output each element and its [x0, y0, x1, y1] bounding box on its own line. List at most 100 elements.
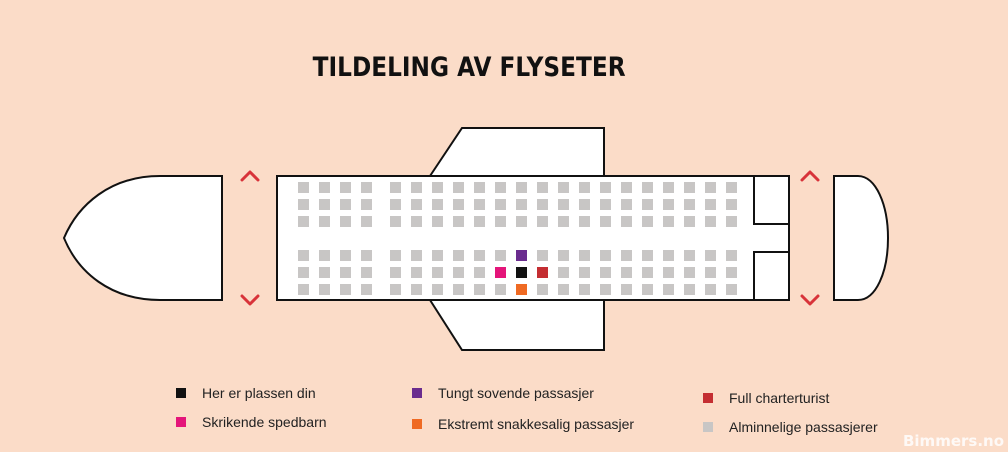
seat	[453, 284, 464, 295]
seat	[600, 199, 611, 210]
seat	[432, 216, 443, 227]
seat	[453, 199, 464, 210]
seat	[340, 199, 351, 210]
seat	[298, 216, 309, 227]
seat	[361, 216, 372, 227]
seat	[411, 250, 422, 261]
seat	[319, 182, 330, 193]
seat	[516, 182, 527, 193]
seat	[298, 199, 309, 210]
seat	[298, 250, 309, 261]
seat	[474, 216, 485, 227]
seat	[642, 284, 653, 295]
seat	[537, 250, 548, 261]
seat	[340, 267, 351, 278]
seat	[537, 199, 548, 210]
exit-arrow-up-icon	[240, 170, 260, 182]
seat	[319, 250, 330, 261]
exit-arrow-down-icon	[800, 294, 820, 306]
seat	[537, 182, 548, 193]
legend-item-sleeper: Tungt sovende passasjer	[412, 385, 594, 401]
seat	[684, 267, 695, 278]
plane-nose	[62, 175, 223, 301]
seat	[319, 216, 330, 227]
seat	[474, 182, 485, 193]
seat	[390, 216, 401, 227]
seat	[600, 284, 611, 295]
seat	[558, 182, 569, 193]
seat	[726, 216, 737, 227]
seat	[474, 267, 485, 278]
seat	[663, 182, 674, 193]
seat	[411, 182, 422, 193]
exit-arrow-icons	[240, 170, 820, 306]
seat	[642, 216, 653, 227]
seat	[558, 199, 569, 210]
exit-arrow-down-icon	[240, 294, 260, 306]
legend-label: Skrikende spedbarn	[202, 414, 327, 430]
seat	[579, 182, 590, 193]
legend-item-baby: Skrikende spedbarn	[176, 414, 327, 430]
seat	[579, 250, 590, 261]
legend-label: Tungt sovende passasjer	[438, 385, 594, 401]
seat	[411, 267, 422, 278]
seat	[390, 182, 401, 193]
seat	[684, 182, 695, 193]
seat	[361, 250, 372, 261]
seat	[361, 199, 372, 210]
seat	[705, 250, 716, 261]
legend-label: Her er plassen din	[202, 385, 316, 401]
watermark-logo: Bimmers.no	[902, 432, 1004, 450]
seat	[319, 284, 330, 295]
seat	[726, 284, 737, 295]
seat	[516, 216, 527, 227]
seat	[474, 199, 485, 210]
seat	[537, 284, 548, 295]
seat	[537, 216, 548, 227]
square-black-icon	[176, 388, 186, 398]
seat-talker	[516, 284, 527, 295]
galley-upper	[753, 175, 790, 225]
seat	[390, 199, 401, 210]
seat	[432, 182, 443, 193]
legend-item-tourist: Full charterturist	[703, 390, 829, 406]
seat	[600, 267, 611, 278]
seat	[558, 250, 569, 261]
square-grey-icon	[703, 422, 713, 432]
seat-you	[516, 267, 527, 278]
seat	[684, 284, 695, 295]
seat	[558, 284, 569, 295]
seat	[453, 267, 464, 278]
seat	[642, 182, 653, 193]
cabin	[276, 175, 790, 301]
seat	[663, 250, 674, 261]
seat	[319, 199, 330, 210]
seat	[621, 216, 632, 227]
seat	[495, 216, 506, 227]
seat	[453, 182, 464, 193]
seat	[663, 199, 674, 210]
seat	[621, 250, 632, 261]
seat	[579, 267, 590, 278]
seat	[390, 267, 401, 278]
seat	[495, 182, 506, 193]
legend-item-you: Her er plassen din	[176, 385, 316, 401]
seat	[684, 216, 695, 227]
exit-arrow-up-icon	[800, 170, 820, 182]
seat	[579, 199, 590, 210]
seat	[726, 267, 737, 278]
seat	[621, 182, 632, 193]
seat	[726, 182, 737, 193]
seat	[726, 250, 737, 261]
seat	[411, 216, 422, 227]
seat	[600, 216, 611, 227]
seat	[642, 199, 653, 210]
seat	[361, 182, 372, 193]
square-pink-icon	[176, 417, 186, 427]
seat	[642, 267, 653, 278]
square-purple-icon	[412, 388, 422, 398]
seat-tourist	[537, 267, 548, 278]
seat	[642, 250, 653, 261]
seat	[516, 199, 527, 210]
